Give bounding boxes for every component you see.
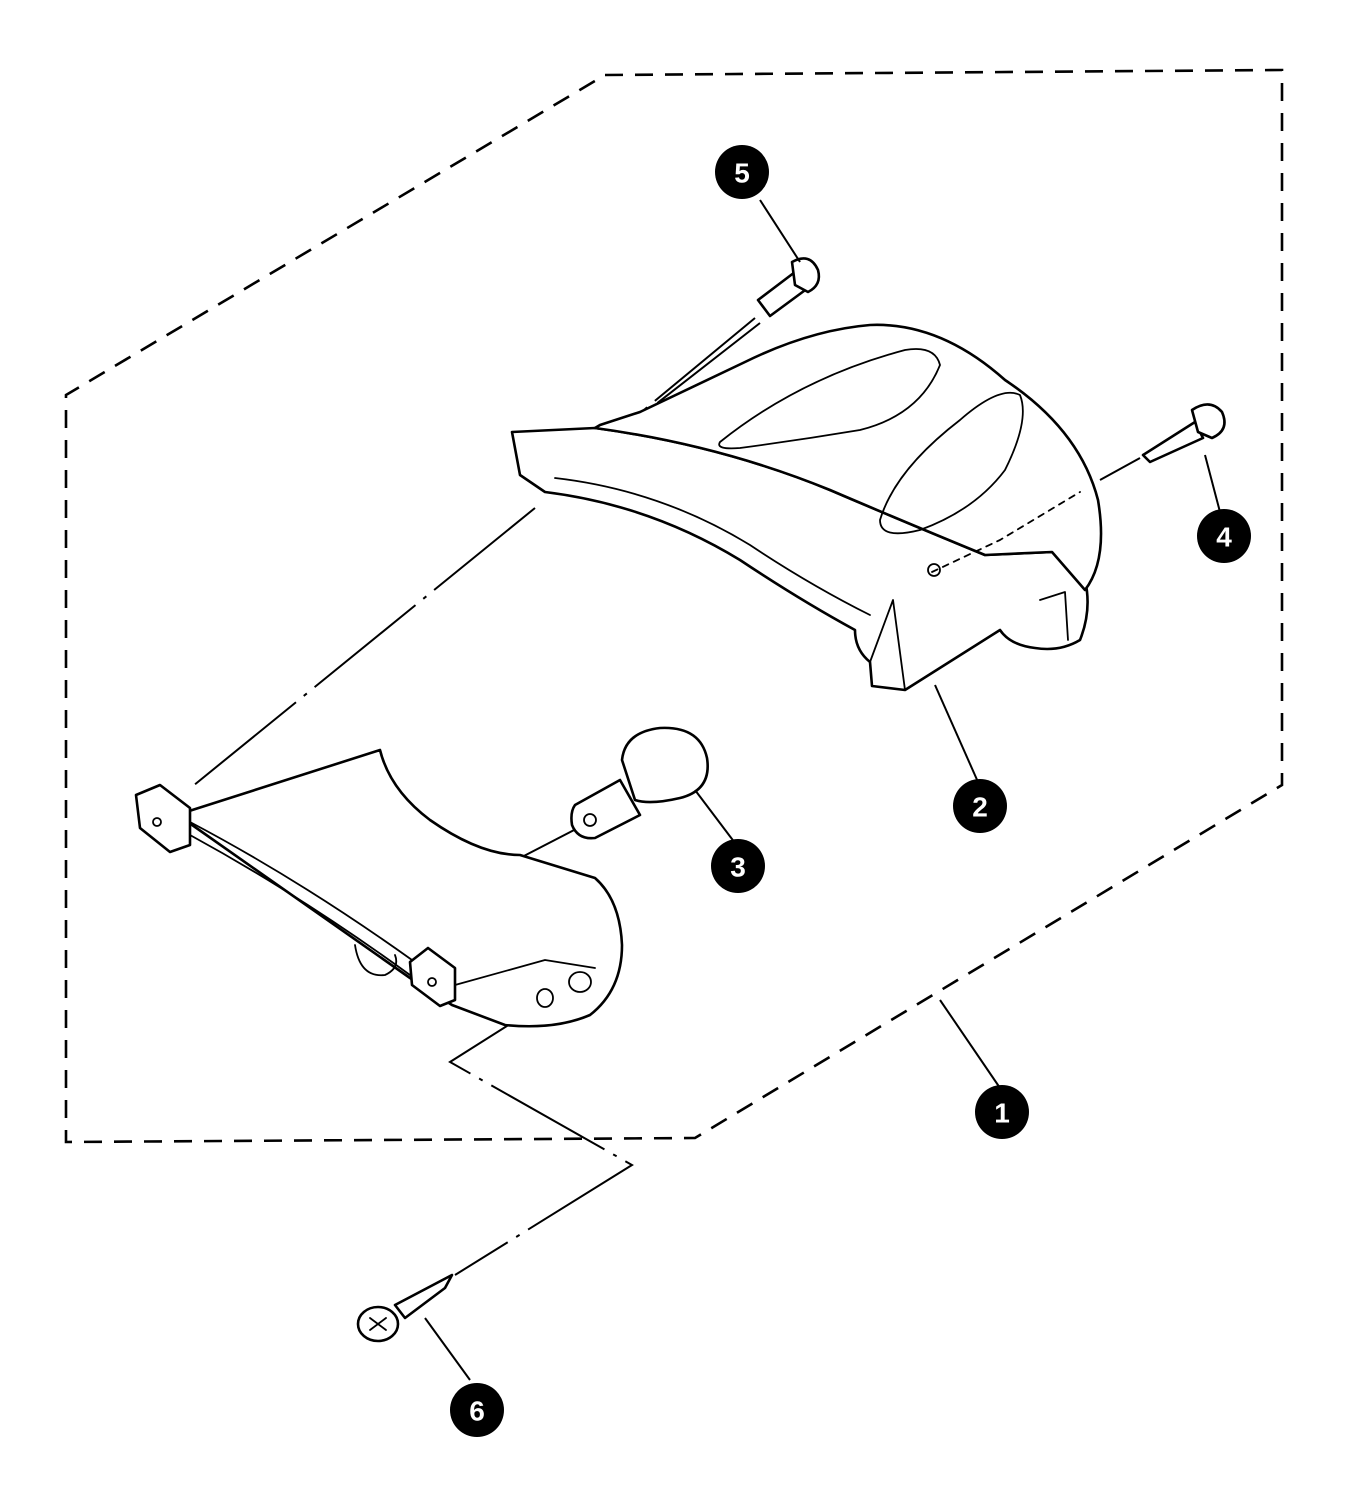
svg-text:6: 6 (469, 1396, 485, 1427)
callout-4: 4 (1197, 509, 1251, 563)
guide-line-upper-left (187, 507, 536, 791)
screw-4-part (1141, 403, 1226, 464)
lens-part (134, 748, 624, 1028)
screw-6-part (356, 1273, 454, 1343)
guide-line-screw-6 (448, 1004, 634, 1276)
svg-text:1: 1 (994, 1098, 1010, 1129)
svg-text:5: 5 (734, 158, 750, 189)
svg-text:3: 3 (730, 852, 746, 883)
guide-line-screw-4 (1099, 457, 1141, 481)
callout-5: 5 (715, 145, 769, 199)
kit-boundary-dashed-outline (64, 68, 1284, 1144)
guide-line-bulb (519, 827, 579, 859)
svg-text:4: 4 (1216, 522, 1232, 553)
leader-line-4 (1204, 454, 1221, 513)
leader-line-5 (759, 199, 801, 263)
bulb-part (570, 726, 709, 840)
callout-6: 6 (450, 1383, 504, 1437)
callout-3: 3 (711, 839, 765, 893)
svg-text:2: 2 (972, 792, 988, 823)
callout-2: 2 (953, 779, 1007, 833)
leader-line-1 (939, 999, 1001, 1089)
callout-1: 1 (975, 1085, 1029, 1139)
leader-line-3 (694, 789, 736, 844)
leader-line-6 (424, 1317, 471, 1381)
leader-line-2 (934, 684, 979, 783)
housing-part (510, 323, 1103, 692)
screw-5-part (756, 257, 821, 318)
